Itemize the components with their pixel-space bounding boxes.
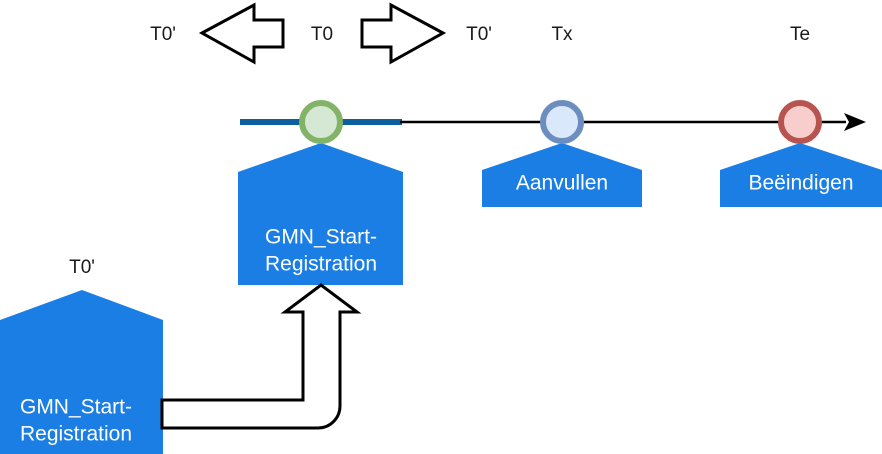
circle-icon (778, 100, 822, 144)
milestone-t0[interactable] (299, 100, 343, 144)
pentagon-gmn-top-label-line2: Registration (265, 253, 377, 276)
milestone-tx[interactable] (540, 100, 584, 144)
pentagon-beeindigen[interactable]: Beëindigen (720, 143, 882, 207)
timeline-arrow-head-icon (844, 113, 866, 131)
pentagon-beeindigen-label: Beëindigen (748, 172, 853, 195)
pentagon-gmn-bottom-label-line2: Registration (20, 423, 132, 446)
pentagon-gmn-start-registration-top[interactable]: GMN_Start- Registration (238, 143, 403, 285)
pentagon-gmn-top-label-line1: GMN_Start- (265, 226, 377, 249)
pentagon-aanvullen[interactable]: Aanvullen (482, 143, 642, 207)
pentagon-aanvullen-label: Aanvullen (516, 172, 608, 195)
pentagon-gmn-start-registration-bottom[interactable]: GMN_Start- Registration (0, 290, 163, 454)
time-label-t0-prime-left: T0' (150, 24, 176, 45)
circle-icon (540, 100, 584, 144)
elbow-block-arrow (160, 283, 362, 430)
time-label-tx: Tx (551, 24, 573, 45)
bottom-time-label-t0-prime: T0' (69, 257, 95, 278)
time-label-te: Te (790, 24, 810, 45)
circle-icon (299, 100, 343, 144)
arrow-right-icon (360, 2, 447, 65)
arrow-left-icon (198, 2, 285, 65)
time-label-t0: T0 (311, 24, 333, 45)
time-label-t0-prime-right: T0' (466, 24, 492, 45)
milestone-te[interactable] (778, 100, 822, 144)
pentagon-gmn-bottom-label-line1: GMN_Start- (20, 396, 132, 419)
